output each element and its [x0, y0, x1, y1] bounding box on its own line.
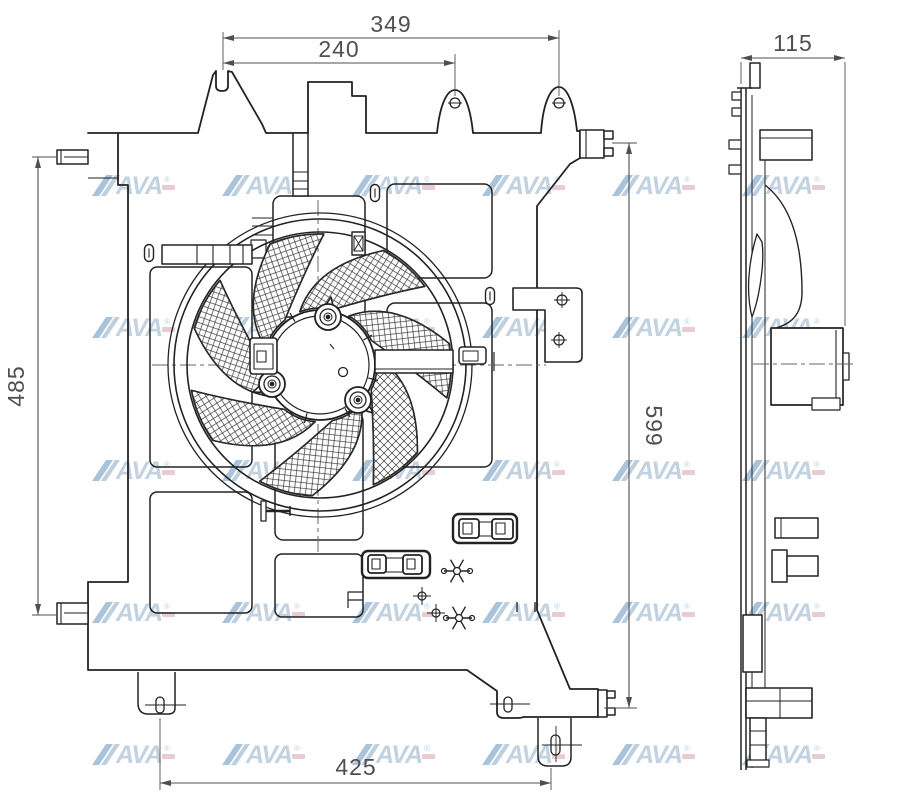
shroud-opening-circle	[167, 212, 473, 518]
side-block	[742, 614, 763, 673]
fan-ring-outer	[173, 218, 467, 512]
dim-top-overall: 349	[370, 11, 411, 37]
dim-right-height: 599	[641, 405, 667, 446]
left-lower-pin	[56, 602, 89, 625]
hub-center-hole	[337, 366, 349, 378]
connector-bracket	[512, 287, 583, 363]
top-center-strip	[292, 132, 309, 197]
mount-foot-left	[137, 672, 186, 715]
dim-top-inner: 240	[318, 36, 359, 62]
mount-foot-middle	[490, 696, 530, 713]
mount-tab-holes	[448, 97, 566, 109]
side-view	[728, 62, 856, 770]
fan-assembly	[167, 212, 476, 518]
bottom-right-clip	[597, 689, 616, 718]
support-arm	[374, 346, 495, 374]
front-view	[56, 70, 616, 767]
mount-foot-right	[537, 718, 582, 767]
left-upper-pin	[56, 149, 89, 165]
dimension-arrows	[35, 35, 845, 786]
panel-clip	[351, 231, 366, 256]
t-pin	[260, 500, 291, 522]
dim-bottom-width: 425	[335, 754, 376, 780]
hub-connector	[249, 337, 278, 375]
side-motor-housing	[770, 327, 850, 411]
side-top-arm	[759, 129, 813, 161]
dimension-annotations: 349 240 115 485 599 425	[3, 11, 846, 790]
side-pegs	[771, 517, 819, 583]
side-blade-profile	[747, 233, 764, 318]
shroud-outline	[87, 70, 599, 719]
side-foot	[745, 687, 813, 768]
wire-connector-2	[360, 549, 432, 580]
side-shroud-curve	[764, 184, 803, 330]
wire-connector-1	[451, 512, 519, 545]
top-left-bracket-strip	[161, 244, 253, 265]
dim-side-depth: 115	[773, 30, 813, 56]
top-right-clip	[579, 129, 614, 159]
dim-left-height: 485	[3, 365, 29, 406]
